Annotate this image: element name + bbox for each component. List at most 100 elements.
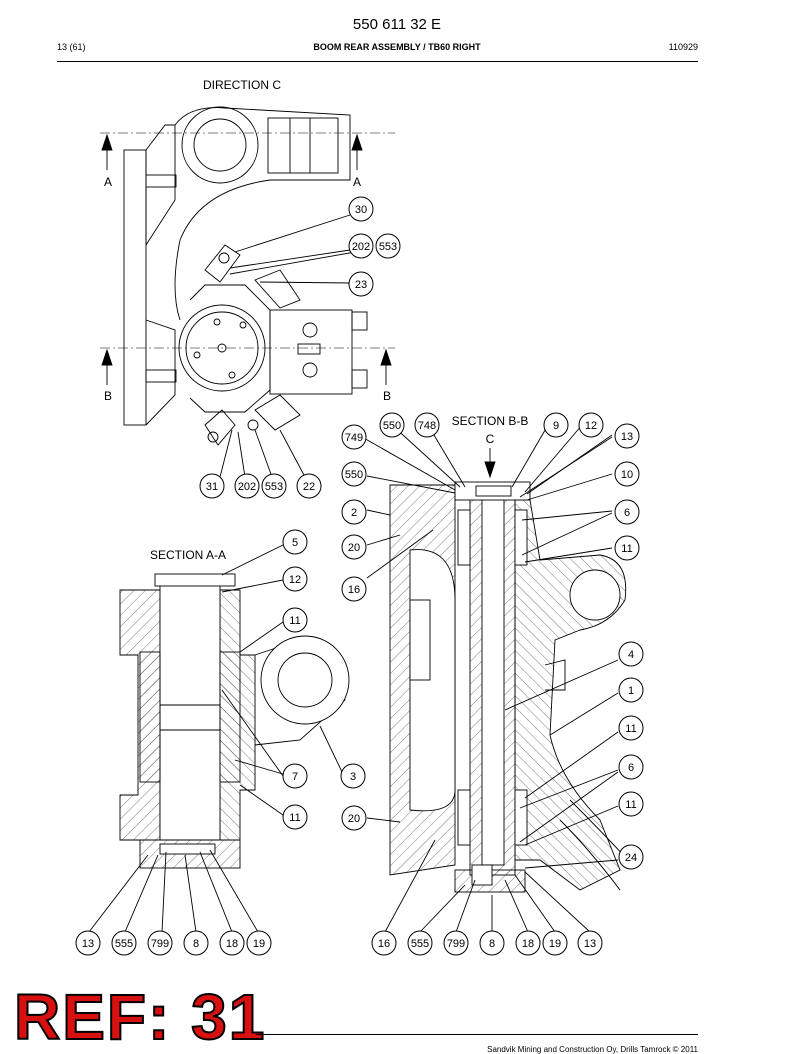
balloon-circle bbox=[111, 930, 137, 956]
balloon-number: 8 bbox=[193, 938, 199, 950]
balloon-number: 9 bbox=[553, 420, 559, 432]
balloon-circle bbox=[618, 641, 644, 667]
reference-stamp: REF: 31 bbox=[13, 980, 267, 1054]
balloon-number: 23 bbox=[355, 279, 367, 291]
balloon-number: 4 bbox=[628, 649, 634, 661]
balloon-circle bbox=[282, 529, 308, 555]
balloon-circle bbox=[234, 473, 260, 499]
balloon-b8a: 8 bbox=[183, 930, 209, 956]
balloon-circle bbox=[341, 576, 367, 602]
balloon-b10: 10 bbox=[614, 461, 640, 487]
balloon-number: 11 bbox=[289, 615, 300, 627]
balloon-number: 3 bbox=[350, 771, 356, 783]
balloon-b20b: 20 bbox=[341, 805, 367, 831]
balloon-b16b: 16 bbox=[371, 930, 397, 956]
balloon-b11c: 11 bbox=[614, 535, 640, 561]
page-number: 13 (61) bbox=[57, 42, 86, 52]
balloon-number: 13 bbox=[621, 431, 633, 443]
balloon-number: 11 bbox=[625, 723, 636, 735]
balloon-b12b: 12 bbox=[578, 412, 604, 438]
balloon-circle bbox=[578, 412, 604, 438]
balloon-circle bbox=[407, 930, 433, 956]
balloon-number: 30 bbox=[355, 204, 367, 216]
balloon-circle bbox=[341, 805, 367, 831]
balloon-b555b: 555 bbox=[407, 930, 433, 956]
balloon-circle bbox=[341, 534, 367, 560]
balloon-circle bbox=[348, 271, 374, 297]
balloon-circle bbox=[443, 930, 469, 956]
balloon-circle bbox=[614, 535, 640, 561]
balloon-number: 20 bbox=[348, 813, 360, 825]
copyright-footer: Sandvik Mining and Construction Oy, Dril… bbox=[487, 1045, 698, 1054]
balloon-b20a: 20 bbox=[341, 534, 367, 560]
balloon-b13c: 13 bbox=[577, 930, 603, 956]
balloon-number: 799 bbox=[447, 938, 465, 950]
balloon-b748: 748 bbox=[414, 412, 440, 438]
balloon-circle bbox=[515, 930, 541, 956]
balloon-number: 555 bbox=[115, 938, 133, 950]
balloon-b3: 3 bbox=[340, 763, 366, 789]
balloon-number: 19 bbox=[549, 938, 561, 950]
balloon-circle bbox=[543, 412, 569, 438]
balloon-b9: 9 bbox=[543, 412, 569, 438]
direction-c-label: DIRECTION C bbox=[203, 78, 281, 92]
balloon-b24: 24 bbox=[618, 844, 644, 870]
balloon-number: 749 bbox=[345, 432, 363, 444]
balloon-circle bbox=[282, 566, 308, 592]
balloon-number: 31 bbox=[206, 481, 218, 493]
balloon-number: 555 bbox=[411, 938, 429, 950]
balloon-circle bbox=[341, 461, 367, 487]
balloon-circle bbox=[296, 473, 322, 499]
balloon-circle bbox=[618, 791, 644, 817]
balloon-circle bbox=[618, 754, 644, 780]
cut-a-left: A bbox=[104, 175, 112, 189]
balloon-b799b: 799 bbox=[443, 930, 469, 956]
balloon-circle bbox=[183, 930, 209, 956]
cut-b-right: B bbox=[383, 389, 391, 403]
balloon-b4: 4 bbox=[618, 641, 644, 667]
balloon-b202a: 202 bbox=[348, 233, 374, 259]
cut-b-left: B bbox=[104, 389, 112, 403]
balloon-circle bbox=[618, 715, 644, 741]
balloon-b8b: 8 bbox=[479, 930, 505, 956]
balloon-number: 13 bbox=[584, 938, 596, 950]
balloon-number: 7 bbox=[292, 771, 298, 783]
balloon-circle bbox=[542, 930, 568, 956]
balloon-number: 12 bbox=[585, 420, 597, 432]
balloon-circle bbox=[246, 930, 272, 956]
balloon-number: 22 bbox=[303, 481, 315, 493]
balloon-circle bbox=[479, 930, 505, 956]
balloon-circle bbox=[379, 412, 405, 438]
balloon-circle bbox=[261, 473, 287, 499]
balloon-b30: 30 bbox=[348, 196, 374, 222]
balloon-number: 1 bbox=[628, 685, 634, 697]
balloon-number: 553 bbox=[265, 481, 283, 493]
balloon-number: 550 bbox=[345, 469, 363, 481]
cut-a-right: A bbox=[353, 175, 361, 189]
balloon-b23: 23 bbox=[348, 271, 374, 297]
balloon-number: 10 bbox=[621, 469, 633, 481]
balloon-circle bbox=[371, 930, 397, 956]
direction-c-view: DIRECTION C bbox=[100, 78, 395, 478]
balloon-b11e: 11 bbox=[618, 791, 644, 817]
balloon-b553a: 553 bbox=[375, 233, 401, 259]
date-code: 110929 bbox=[668, 42, 698, 52]
balloon-circle bbox=[414, 412, 440, 438]
balloon-b12a: 12 bbox=[282, 566, 308, 592]
balloon-b11d: 11 bbox=[618, 715, 644, 741]
balloon-circle bbox=[282, 804, 308, 830]
footer-rule bbox=[256, 1034, 698, 1035]
balloon-number: 20 bbox=[348, 542, 360, 554]
section-aa-view: SECTION A-A bbox=[88, 544, 350, 933]
balloon-circle bbox=[282, 763, 308, 789]
balloon-circle bbox=[348, 196, 374, 222]
balloon-circle bbox=[199, 473, 225, 499]
balloon-circle bbox=[375, 233, 401, 259]
balloon-circle bbox=[348, 233, 374, 259]
balloon-number: 11 bbox=[621, 543, 632, 555]
balloon-number: 16 bbox=[348, 584, 360, 596]
balloon-circle bbox=[282, 607, 308, 633]
balloon-b555a: 555 bbox=[111, 930, 137, 956]
balloon-b16a: 16 bbox=[341, 576, 367, 602]
